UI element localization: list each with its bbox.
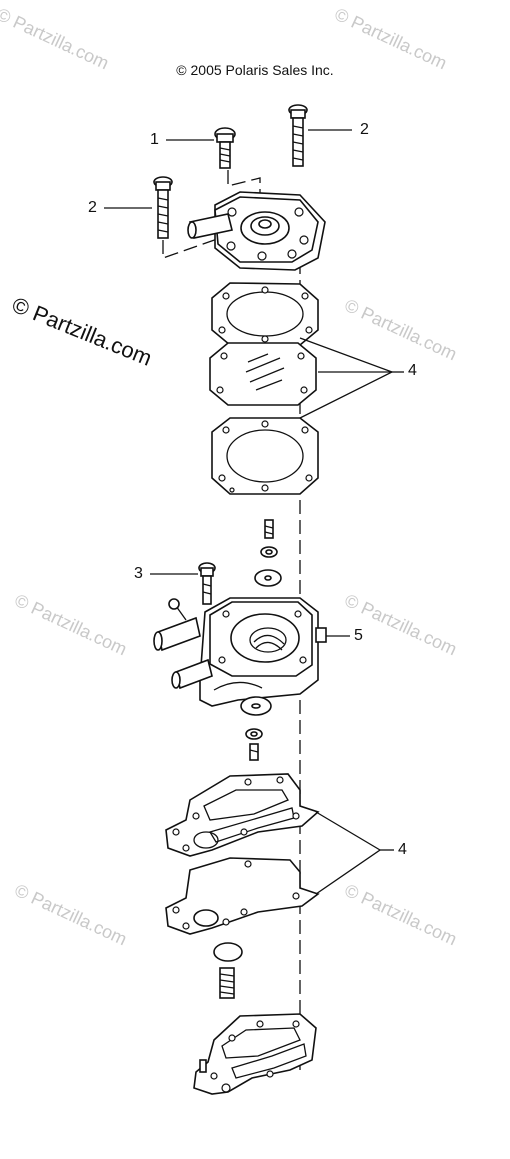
lower-gasket-2 xyxy=(165,857,320,935)
base-plate xyxy=(193,1013,317,1095)
top-cover xyxy=(187,191,326,271)
small-screw-lower xyxy=(240,696,272,761)
screw-2-right xyxy=(288,104,308,167)
gasket-1 xyxy=(211,282,319,346)
screw-2-left xyxy=(153,176,173,239)
callout-5: 5 xyxy=(354,627,363,644)
copyright-text: © 2005 Polaris Sales Inc. xyxy=(176,62,334,78)
callout-1: 1 xyxy=(150,131,159,148)
gasket-2 xyxy=(211,417,319,495)
lower-gasket-1 xyxy=(165,773,320,857)
pump-body xyxy=(153,597,327,707)
screw-3 xyxy=(198,562,216,605)
callout-2-left: 2 xyxy=(88,199,97,216)
callout-3: 3 xyxy=(134,565,143,582)
check-valve xyxy=(213,942,243,999)
callout-2-right: 2 xyxy=(360,121,369,138)
callout-4-upper: 4 xyxy=(408,362,417,379)
callout-4-lower: 4 xyxy=(398,841,407,858)
diaphragm xyxy=(209,342,317,406)
small-screw-upper xyxy=(254,519,282,587)
screw-1 xyxy=(214,127,236,169)
